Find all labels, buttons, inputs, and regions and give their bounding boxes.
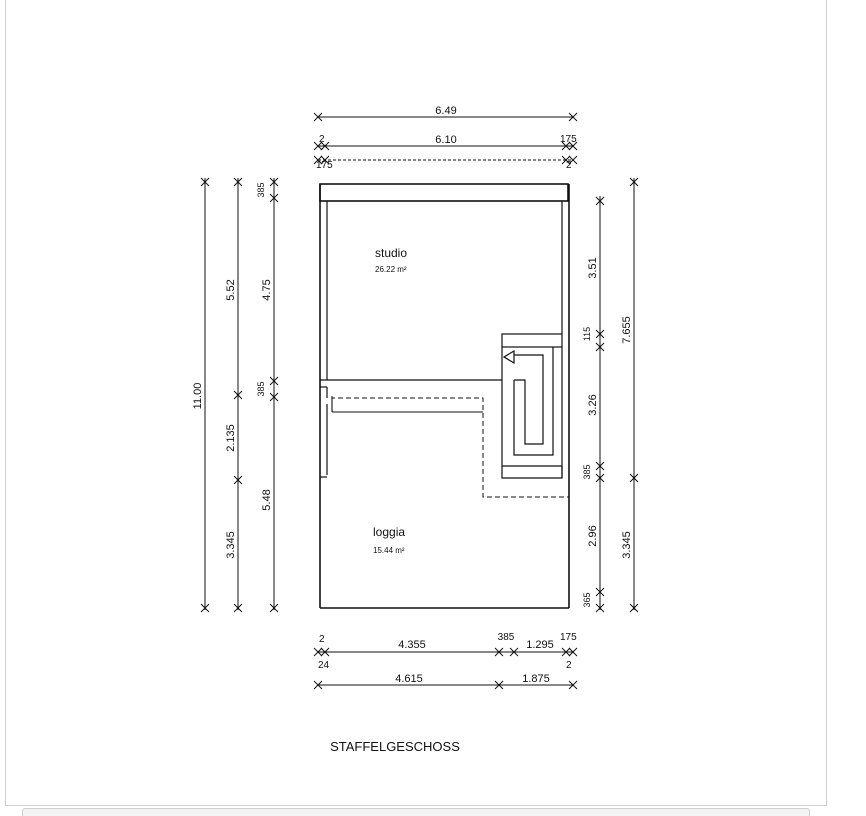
top-dimensions: [313, 112, 578, 165]
plan-title: STAFFELGESCHOSS: [330, 739, 460, 754]
right-dimensions: [595, 177, 639, 613]
dim-right-b2: 3.345: [621, 531, 633, 559]
dim-bottom-total-2: 1.875: [522, 673, 550, 685]
dim-right-a3: 3.26: [587, 394, 599, 415]
dim-bottom-right-b: 2: [566, 660, 572, 671]
dim-bottom-1: 4.355: [398, 639, 426, 651]
horizontal-scrollbar[interactable]: [22, 808, 810, 816]
left-dimensions: [200, 177, 279, 613]
dim-bottom-3: 1.295: [526, 639, 554, 651]
dim-right-a5: 2.96: [587, 525, 599, 546]
drawing-frame: [5, 0, 827, 806]
dim-left-a1: 5.52: [225, 279, 237, 300]
dim-left-b0: 385: [256, 182, 266, 197]
dim-bottom-left-b: 24: [318, 660, 330, 671]
dim-left-a2: 2.135: [225, 424, 237, 452]
dim-left-b2: 385: [256, 381, 266, 396]
dim-top-overall: 6.49: [435, 105, 456, 117]
bottom-dimensions: [313, 647, 578, 690]
room-area-loggia: 15.44 m²: [373, 546, 405, 555]
dim-bottom-right-a: 175: [560, 632, 577, 643]
room-area-studio: 26.22 m²: [375, 265, 407, 274]
dim-bottom-left-a: 2: [319, 634, 325, 645]
dim-right-a2: 115: [582, 327, 592, 341]
dim-right-a6: 365: [582, 592, 592, 607]
room-name-loggia: loggia: [373, 525, 405, 539]
dim-top-left-b: 175: [316, 160, 333, 171]
room-name-studio: studio: [375, 246, 407, 260]
walls: [319, 183, 570, 609]
dim-bottom-2: 385: [498, 632, 515, 643]
dim-top-left-a: 2: [319, 134, 325, 145]
dim-left-b1: 4.75: [261, 279, 273, 300]
dim-left-a3: 3.345: [225, 531, 237, 559]
dim-left-b3: 5.48: [261, 489, 273, 510]
dim-top-inner: 6.10: [435, 134, 456, 146]
dim-right-a4: 385: [582, 464, 592, 479]
dim-left-overall: 11.00: [192, 383, 204, 410]
dim-top-right-a: 175: [560, 134, 577, 145]
dim-bottom-total-1: 4.615: [395, 673, 423, 685]
dim-right-a1: 3.51: [587, 257, 599, 278]
dim-right-b1: 7.655: [621, 316, 633, 344]
dim-top-right-b: 2: [566, 160, 572, 171]
